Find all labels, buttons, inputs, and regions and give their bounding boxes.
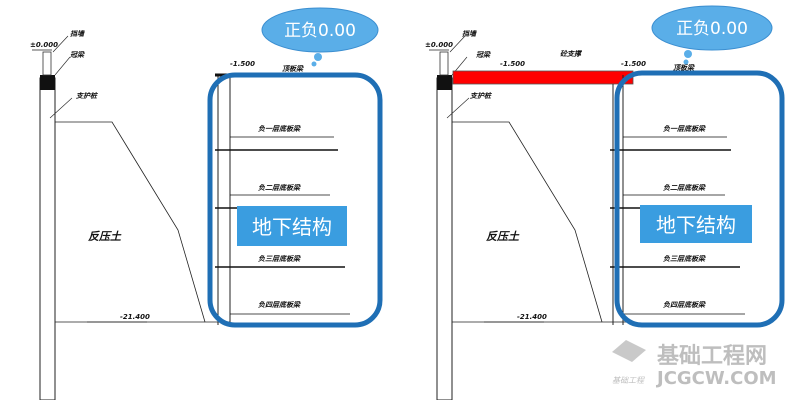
logo-icon — [612, 340, 646, 362]
label-b2: 负二层底板梁 — [663, 183, 706, 192]
right-section: 地下结构 ±0.000 挡墙 冠梁 支护桩 -1.500 砼支撑 -1.500 … — [425, 5, 785, 400]
elevation-top: -1.500 — [621, 60, 646, 68]
label-b1: 负一层底板梁 — [258, 124, 301, 133]
cloud-callout: 正负0.00 — [651, 5, 773, 65]
elevation-top: -1.500 — [230, 60, 255, 68]
label-support-pile: 支护桩 — [469, 91, 493, 100]
elevation-bottom: -21.400 — [517, 313, 547, 321]
watermark: 基础工程网 基础工程 JCGCW.COM — [612, 340, 777, 389]
cloud-label: 正负0.00 — [676, 19, 748, 39]
cloud-label: 正负0.00 — [284, 21, 356, 41]
structure-outline — [614, 70, 785, 328]
elevation-bottom: -21.400 — [120, 313, 150, 321]
concrete-strut — [452, 70, 634, 85]
label-roof-beam: 顶板梁 — [673, 63, 695, 72]
label-crown-beam: 冠梁 — [69, 50, 85, 59]
label-b3: 负三层底板梁 — [258, 254, 301, 263]
elevation-zero: ±0.000 — [425, 41, 453, 49]
label-b4: 负四层底板梁 — [663, 300, 706, 309]
structure-outline — [207, 72, 383, 328]
label-roof-beam: 顶板梁 — [282, 64, 304, 73]
elevation-strut: -1.500 — [500, 60, 525, 68]
structure-label: 地下结构 — [252, 215, 332, 239]
label-concrete-strut: 砼支撑 — [560, 49, 582, 58]
label-b3: 负三层底板梁 — [663, 254, 706, 263]
label-b4: 负四层底板梁 — [258, 300, 301, 309]
watermark-cn: 基础工程网 — [657, 344, 767, 369]
watermark-small: 基础工程 — [612, 376, 645, 385]
left-section: 地下结构 ±0.000 挡墙 冠梁 支护桩 -1.500 顶板梁 负一层底板梁 … — [30, 7, 383, 400]
elevation-zero: ±0.000 — [30, 41, 58, 49]
label-crown-beam: 冠梁 — [475, 50, 491, 59]
label-retaining-wall: 挡墙 — [70, 29, 85, 38]
label-retaining-wall: 挡墙 — [462, 29, 477, 38]
label-b2: 负二层底板梁 — [258, 183, 301, 192]
structure-label: 地下结构 — [656, 213, 736, 237]
structure-label-box — [237, 206, 347, 246]
watermark-en: JCGCW.COM — [655, 368, 777, 389]
label-backfill: 反压土 — [88, 230, 122, 243]
label-support-pile: 支护桩 — [75, 91, 99, 100]
label-backfill: 反压土 — [486, 230, 520, 243]
structure-label-box — [640, 205, 752, 243]
label-b1: 负一层底板梁 — [663, 124, 706, 133]
cloud-callout: 正负0.00 — [261, 7, 379, 67]
